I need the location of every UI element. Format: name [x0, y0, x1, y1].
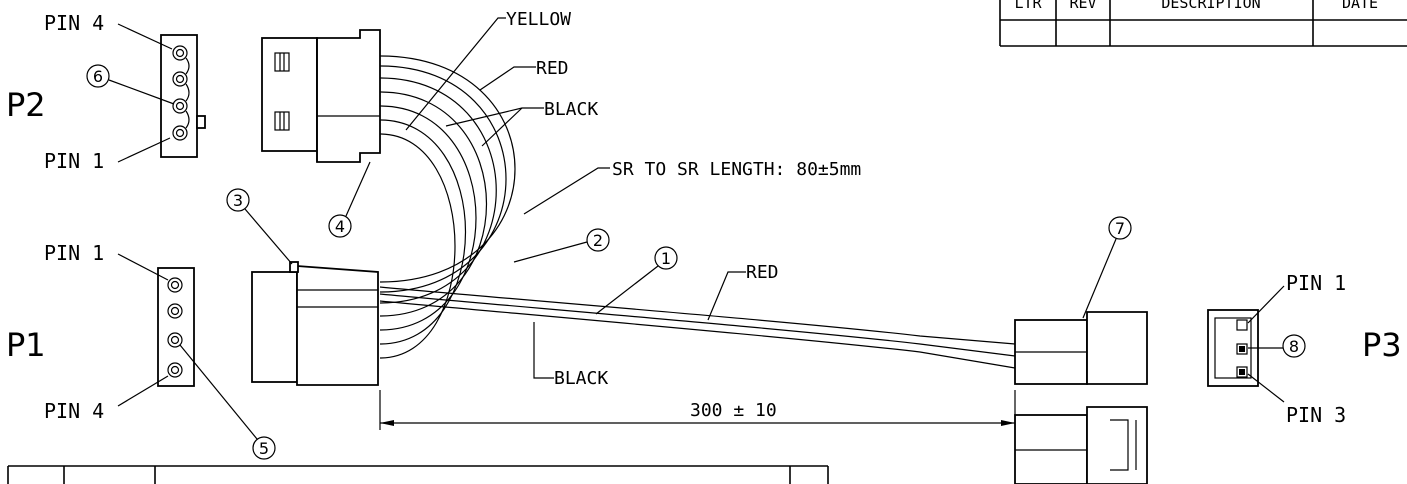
fan-cable — [379, 286, 1016, 369]
p1-pin1-label: PIN 1 — [44, 241, 104, 265]
p1-pin4-label: PIN 4 — [44, 399, 104, 423]
p2-end-view — [160, 34, 206, 158]
cable-length-dimension: 300 ± 10 — [690, 400, 777, 421]
callout-8: 8 — [1248, 334, 1306, 358]
wire-label-yellow: YELLOW — [506, 9, 571, 30]
bom-table-edge — [7, 465, 829, 484]
callout-6-number: 6 — [93, 67, 103, 86]
callout-4: 4 — [328, 161, 371, 238]
callout-3-number: 3 — [233, 191, 243, 210]
rev-table-header-date: DATE — [1342, 0, 1378, 12]
connector-label-p3: P3 — [1362, 326, 1402, 364]
wire-label-red-top: RED — [536, 58, 569, 79]
p2-side-view — [261, 29, 381, 163]
callout-1-number: 1 — [661, 249, 671, 268]
length-dimension: 300 ± 10 — [379, 390, 1016, 430]
callout-4-number: 4 — [335, 217, 345, 236]
fan-connector-upper — [1014, 311, 1148, 385]
p1-side-view — [251, 261, 379, 386]
revision-table: LTR REV DESCRIPTION DATE — [999, 0, 1407, 47]
rev-table-header-description: DESCRIPTION — [1161, 0, 1260, 12]
loop-length-note: SR TO SR LENGTH: 80±5mm — [612, 159, 861, 180]
callout-2: 2 — [513, 228, 610, 263]
p1-end-view — [157, 267, 195, 387]
callout-5-number: 5 — [259, 439, 269, 458]
p3-pin3-label: PIN 3 — [1286, 403, 1346, 427]
p2-pin4-label: PIN 4 — [44, 11, 104, 35]
callout-5: 5 — [179, 344, 276, 460]
callout-3: 3 — [226, 188, 293, 265]
fan-connector-lower — [1014, 406, 1148, 484]
p3-pin1-label: PIN 1 — [1286, 271, 1346, 295]
p2-pin1-label: PIN 1 — [44, 149, 104, 173]
callout-7-number: 7 — [1115, 219, 1125, 238]
callout-8-number: 8 — [1289, 337, 1299, 356]
callout-6: 6 — [86, 64, 175, 105]
wire-label-black-bottom: BLACK — [554, 368, 608, 389]
rev-table-header-ltr: LTR — [1014, 0, 1042, 12]
cable-loop — [379, 55, 516, 359]
wire-label-black-top: BLACK — [544, 99, 598, 120]
callout-2-number: 2 — [593, 231, 603, 250]
connector-label-p2: P2 — [6, 86, 46, 124]
callout-1: 1 — [595, 246, 678, 315]
connector-label-p1: P1 — [6, 326, 46, 364]
wire-label-red-bottom: RED — [746, 262, 779, 283]
rev-table-header-rev: REV — [1069, 0, 1096, 12]
callout-7: 7 — [1082, 216, 1132, 319]
